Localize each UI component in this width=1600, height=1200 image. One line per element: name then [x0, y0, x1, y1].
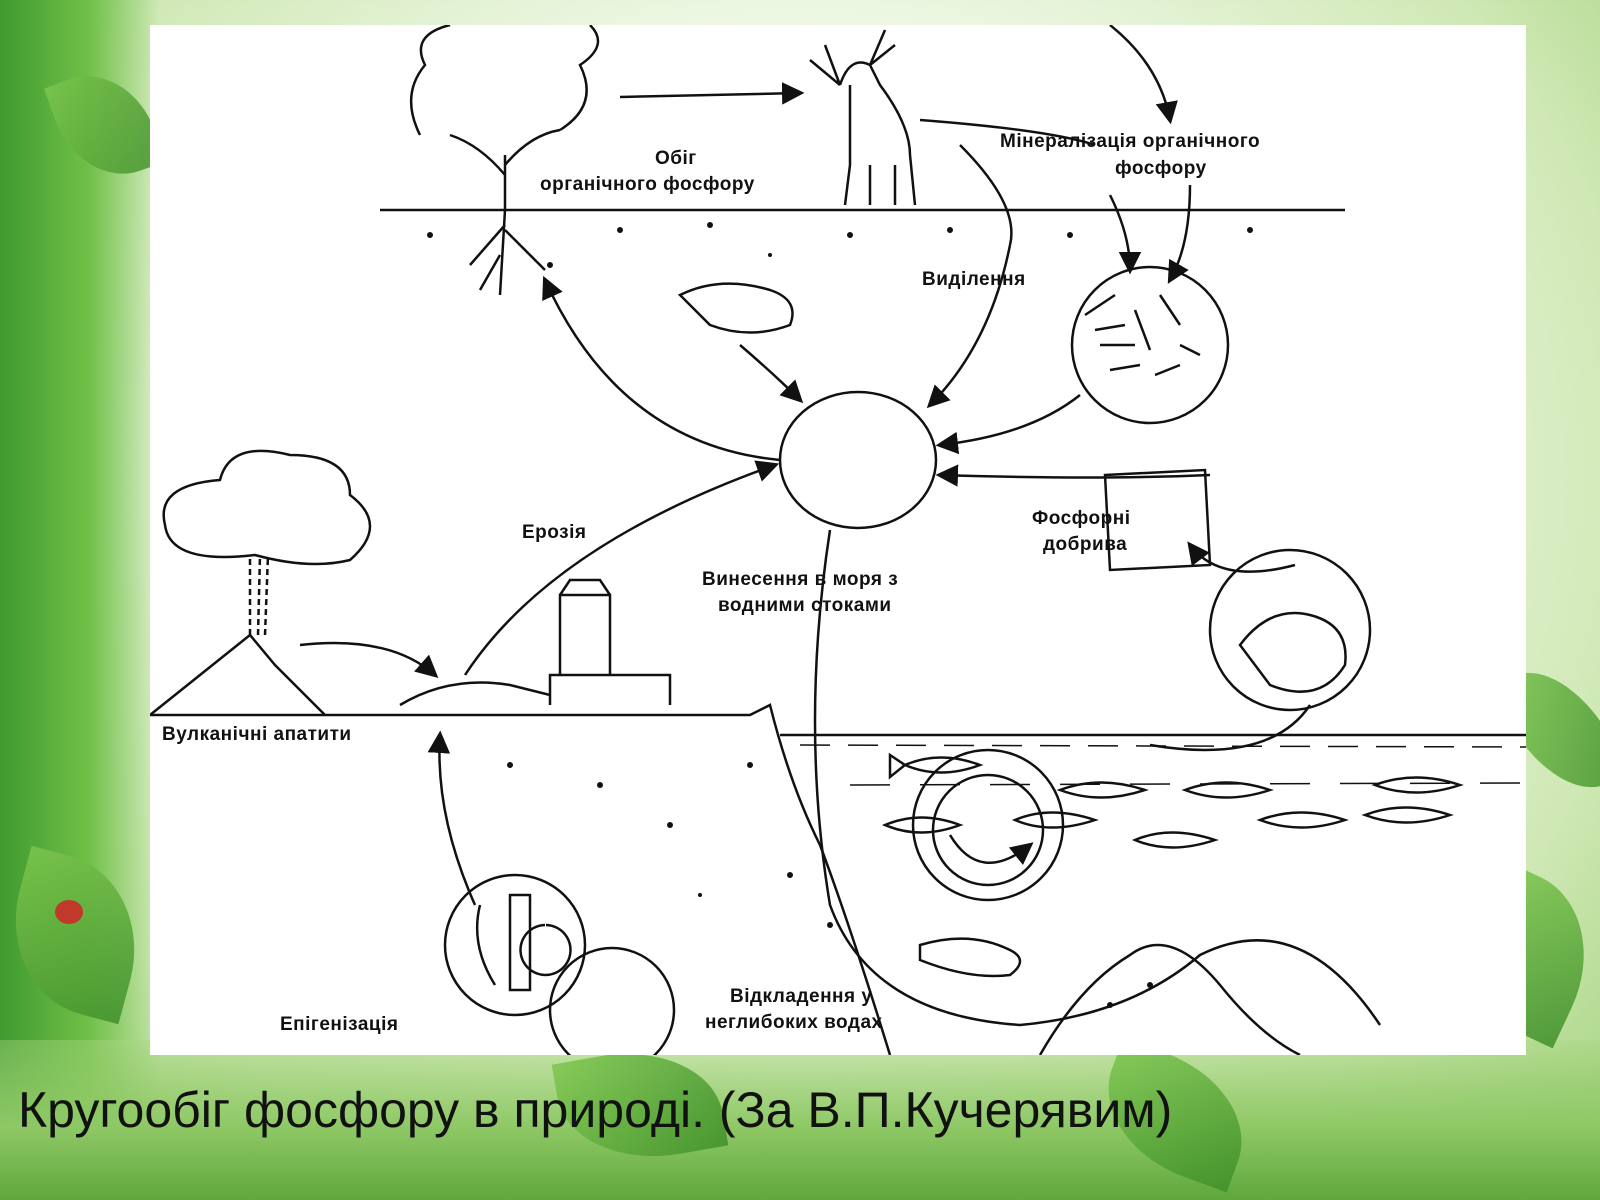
label-fertilizers-line2: добрива — [1043, 534, 1128, 555]
bacteria-rods — [1084, 293, 1201, 377]
ladybug-icon — [55, 900, 83, 924]
seabird — [1238, 611, 1347, 693]
background-left-green — [0, 0, 160, 1200]
label-organic-cycle-line1: Обіг — [655, 148, 697, 169]
fish-9 — [1371, 776, 1464, 794]
fossil-circle-2 — [548, 946, 676, 1055]
ore-heap — [399, 681, 551, 707]
deer-antlers — [809, 29, 896, 86]
sea-creature — [918, 937, 1022, 978]
label-excretion: Виділення — [922, 269, 1026, 290]
fish-3 — [1011, 811, 1099, 829]
bacteria-circle — [1070, 265, 1230, 425]
phosphorus-cycle-diagram: Обіг органічного фосфору Мінералізація о… — [150, 25, 1526, 1055]
upwelling-circle-outer — [911, 748, 1065, 902]
label-mineralization-line1: Мінералізація органічного — [1000, 131, 1261, 152]
label-erosion: Ерозія — [522, 522, 587, 543]
label-epigenization: Епігенізація — [280, 1014, 399, 1035]
fish-7 — [1256, 811, 1349, 829]
fish-1 — [888, 752, 984, 780]
fish-8 — [1361, 806, 1454, 824]
tree-crown — [409, 25, 600, 136]
diagram-drawing — [150, 25, 1526, 1055]
label-runoff-line1: Винесення в моря з — [702, 569, 899, 590]
fossil-circle-1 — [443, 873, 587, 1017]
volcanic-cloud — [162, 449, 372, 566]
mine-tower — [548, 578, 672, 705]
tree-roots — [469, 209, 546, 296]
tree-trunk — [449, 128, 561, 210]
fish-4 — [1056, 781, 1149, 799]
deposit-mound — [1038, 943, 1301, 1055]
label-organic-cycle-line2: органічного фосфору — [540, 174, 755, 195]
volcano — [150, 633, 326, 716]
fish-2 — [881, 816, 964, 834]
label-runoff-line2: водними стоками — [718, 595, 892, 616]
soil-dots — [427, 222, 1253, 1008]
seabird-circle — [1208, 548, 1372, 712]
fish-6 — [1181, 781, 1274, 799]
label-deposition-line1: Відкладення у — [730, 986, 873, 1007]
fish-5 — [1131, 831, 1219, 849]
central-phosphate-pool — [778, 390, 938, 530]
fertilizer-bag — [1103, 468, 1212, 572]
coastline — [150, 703, 892, 1055]
animal-remains — [677, 282, 794, 334]
slide-caption: Кругообіг фосфору в природі. (За В.П.Куч… — [18, 1082, 1173, 1138]
label-volcanic: Вулканічні апатити — [162, 724, 352, 745]
deer-outline — [838, 61, 917, 206]
label-mineralization-line2: фосфору — [1115, 158, 1207, 179]
label-deposition-line2: неглибоких водах — [705, 1012, 883, 1033]
label-fertilizers-line1: Фосфорні — [1032, 508, 1131, 529]
background-bottom-green — [0, 1040, 1600, 1200]
runoff-curve — [813, 529, 1382, 1027]
